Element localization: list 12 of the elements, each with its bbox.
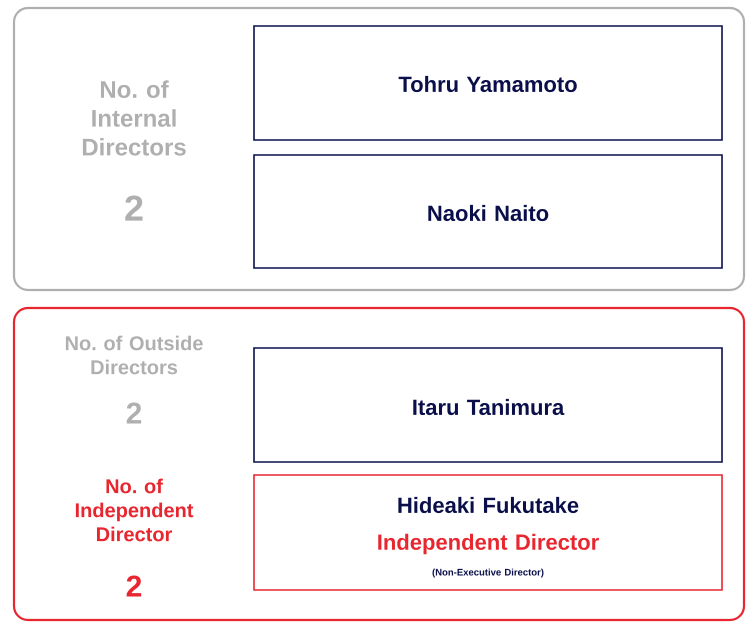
count: 2 (126, 402, 142, 424)
count: 2 (125, 195, 143, 221)
person-name: Tohru Yamamoto (398, 76, 577, 92)
panel-heading: No. of Independent Director (76, 478, 194, 542)
role-note: (Non-Executive Director) (432, 568, 544, 578)
panel-heading: No. of Internal Directors (82, 80, 186, 156)
count: 2 (126, 576, 142, 596)
person-name: Hideaki Fukutake (398, 496, 578, 514)
person-name: Itaru Tanimura (413, 398, 564, 416)
person-name: Naoki Naito (428, 204, 548, 222)
panel-heading: No. of Outside Directors (66, 336, 203, 374)
role-label: Independent Director (378, 534, 599, 554)
